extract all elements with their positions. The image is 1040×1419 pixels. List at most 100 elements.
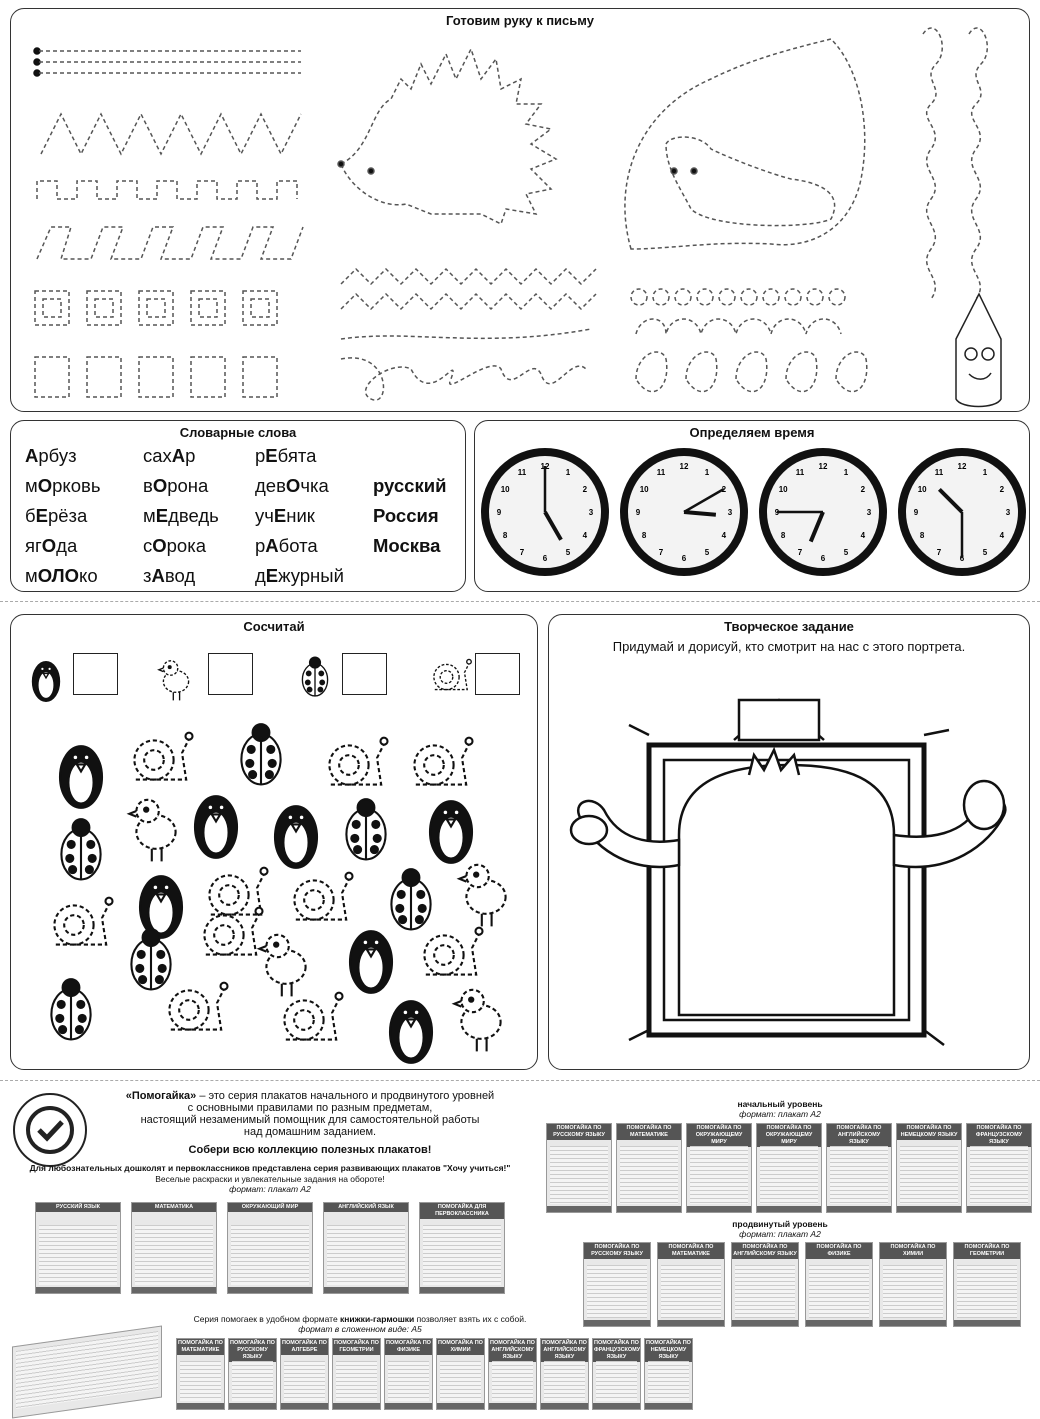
clock-numeral: 6 <box>543 554 548 563</box>
poster-title: РУССКИЙ ЯЗЫК <box>36 1203 120 1212</box>
clock-numeral: 9 <box>636 508 641 517</box>
snail-picture <box>293 871 354 921</box>
poster-title: ПОМОГАЙКА ПО МАТЕМАТИКЕ <box>658 1243 724 1259</box>
clock-numeral: 8 <box>920 531 925 540</box>
poster-title: ПОМОГАЙКА ПО ФРАНЦУЗСКОМУ ЯЗЫКУ <box>967 1124 1031 1147</box>
poster-thumbnail: ПОМОГАЙКА ПО ГЕОМЕТРИИ <box>953 1242 1021 1327</box>
time-panel: Определяем время 12345678910111212345678… <box>474 420 1030 592</box>
chick-picture <box>256 933 307 997</box>
intro-line: настоящий незаменимый помощник для самос… <box>140 1114 480 1126</box>
poster-title: МАТЕМАТИКА <box>132 1203 216 1212</box>
poster-thumbnail: ПОМОГАЙКА ПО ФИЗИКЕ <box>805 1242 873 1327</box>
clock-numeral: 9 <box>914 508 919 517</box>
poster-thumbnail: ПОМОГАЙКА ПО ХИМИИ <box>436 1338 485 1410</box>
books-format: формат в сложенном виде: А5 <box>298 1324 422 1334</box>
creative-prompt: Придумай и дорисуй, кто смотрит на нас с… <box>612 639 966 654</box>
advanced-format: формат: плакат А2 <box>739 1229 821 1239</box>
collect-slogan: Собери всю коллекцию полезных плакатов! <box>188 1144 432 1156</box>
poster-title: ПОМОГАЙКА ПО ФРАНЦУЗСКОМУ ЯЗЫКУ <box>593 1339 641 1362</box>
poster-thumbnail: ПОМОГАЙКА ПО РУССКОМУ ЯЗЫКУ <box>583 1242 651 1327</box>
ladybug-picture <box>130 928 172 991</box>
poster-title: ПОМОГАЙКА ПО ОКРУЖАЮЩЕМУ МИРУ <box>757 1124 821 1147</box>
answer-box-chick[interactable] <box>208 653 253 695</box>
clock-numeral: 5 <box>844 548 849 557</box>
kids-series-text: Для любознательных дошколят и первокласс… <box>0 1163 540 1195</box>
counting-panel: Сосчитай <box>10 614 538 1070</box>
vocabulary-word: вОрона <box>143 475 209 496</box>
clock-numeral: 7 <box>520 548 525 557</box>
answer-box-penguin[interactable] <box>73 653 118 695</box>
penguin-picture <box>428 800 474 864</box>
poster-title: ПОМОГАЙКА ПО РУССКОМУ ЯЗЫКУ <box>547 1124 611 1140</box>
clock-numeral: 10 <box>918 485 927 494</box>
clock-numeral: 10 <box>640 485 649 494</box>
advanced-title: продвинутый уровень <box>732 1219 828 1229</box>
answer-box-snail[interactable] <box>475 653 520 695</box>
clock-numeral: 10 <box>501 485 510 494</box>
clock-numeral: 2 <box>583 485 588 494</box>
penguin-picture <box>193 795 239 859</box>
minute-hand <box>683 487 725 514</box>
penguin-picture <box>138 875 184 939</box>
poster-thumbnail: ОКРУЖАЮЩИЙ МИР <box>227 1202 313 1294</box>
poster-title: ПОМОГАЙКА ПО АНГЛИЙСКОМУ ЯЗЫКУ <box>827 1124 891 1147</box>
vocabulary-word: мЕдведь <box>143 505 219 526</box>
poster-thumbnail: ПОМОГАЙКА ПО ФРАНЦУЗСКОМУ ЯЗЫКУ <box>966 1123 1032 1213</box>
clock-numeral: 2 <box>1000 485 1005 494</box>
vocabulary-word <box>373 565 463 589</box>
clock-numeral: 7 <box>937 548 942 557</box>
poster-title: ПОМОГАЙКА ПО АЛГЕБРЕ <box>281 1339 328 1355</box>
clock-numeral: 8 <box>503 531 508 540</box>
poster-thumbnail: ПОМОГАЙКА ПО НЕМЕЦКОМУ ЯЗЫКУ <box>644 1338 693 1410</box>
poster-title: ПОМОГАЙКА ПО РУССКОМУ ЯЗЫКУ <box>584 1243 650 1259</box>
poster-title: ПОМОГАЙКА ПО МАТЕМАТИКЕ <box>177 1339 224 1355</box>
basic-format: формат: плакат А2 <box>739 1109 821 1119</box>
chick-picture <box>451 988 502 1052</box>
clock-numeral: 1 <box>844 468 849 477</box>
ladybug-picture <box>60 818 102 881</box>
brand-name: «Помогайка» <box>125 1090 197 1102</box>
intro-line: с основными правилами по разным предмета… <box>187 1102 433 1114</box>
vocabulary-word: рАбота <box>255 535 318 556</box>
kids-format: формат: плакат А2 <box>229 1184 311 1194</box>
ladybug-picture <box>50 978 92 1041</box>
vocabulary-word <box>373 445 463 469</box>
clock-numeral: 3 <box>589 508 594 517</box>
vocabulary-word: Арбуз <box>25 445 77 466</box>
books-text: Серия помогаек в удобном формате книжки-… <box>150 1314 570 1334</box>
poster-title: ПОМОГАЙКА ПО ФИЗИКЕ <box>806 1243 872 1259</box>
clock-numeral: 1 <box>983 468 988 477</box>
clock-numeral: 3 <box>1006 508 1011 517</box>
answer-box-ladybug[interactable] <box>342 653 387 695</box>
kids-line: Для любознательных дошколят и первокласс… <box>29 1163 511 1173</box>
vocabulary-word: девОчка <box>255 475 329 496</box>
vocabulary-word: сахАр <box>143 445 196 466</box>
poster-thumbnail: ПОМОГАЙКА ПО ГЕОМЕТРИИ <box>332 1338 381 1410</box>
clock-faces: 1234567891011121234567891011121234567891… <box>481 448 1026 576</box>
vocabulary-word: учЕник <box>255 505 315 526</box>
vocabulary-word: зАвод <box>143 565 196 586</box>
poster-thumbnail: ПОМОГАЙКА ПО МАТЕМАТИКЕ <box>616 1123 682 1213</box>
clock-numeral: 11 <box>935 468 944 477</box>
poster-title: АНГЛИЙСКИЙ ЯЗЫК <box>324 1203 408 1212</box>
clock-numeral: 11 <box>796 468 805 477</box>
snail-picture <box>133 731 194 781</box>
poster-title: ПОМОГАЙКА ПО МАТЕМАТИКЕ <box>617 1124 681 1140</box>
snail-picture <box>168 981 229 1031</box>
poster-thumbnail: ПОМОГАЙКА ПО АНГЛИЙСКОМУ ЯЗЫКУ <box>826 1123 892 1213</box>
poster-thumbnail: ПОМОГАЙКА ПО ФИЗИКЕ <box>384 1338 433 1410</box>
clock-numeral: 11 <box>657 468 666 477</box>
clock-numeral: 11 <box>518 468 527 477</box>
counting-pictures <box>31 656 507 1064</box>
poster-title: ПОМОГАЙКА ПО ГЕОМЕТРИИ <box>954 1243 1020 1259</box>
folded-booklet-image <box>12 1325 162 1419</box>
hour-hand <box>808 511 825 543</box>
poster-thumbnail: ПОМОГАЙКА ПО АНГЛИЙСКОМУ ЯЗЫКУ <box>540 1338 589 1410</box>
snail-picture <box>328 736 389 786</box>
poster-title: ПОМОГАЙКА ПО ХИМИИ <box>880 1243 946 1259</box>
